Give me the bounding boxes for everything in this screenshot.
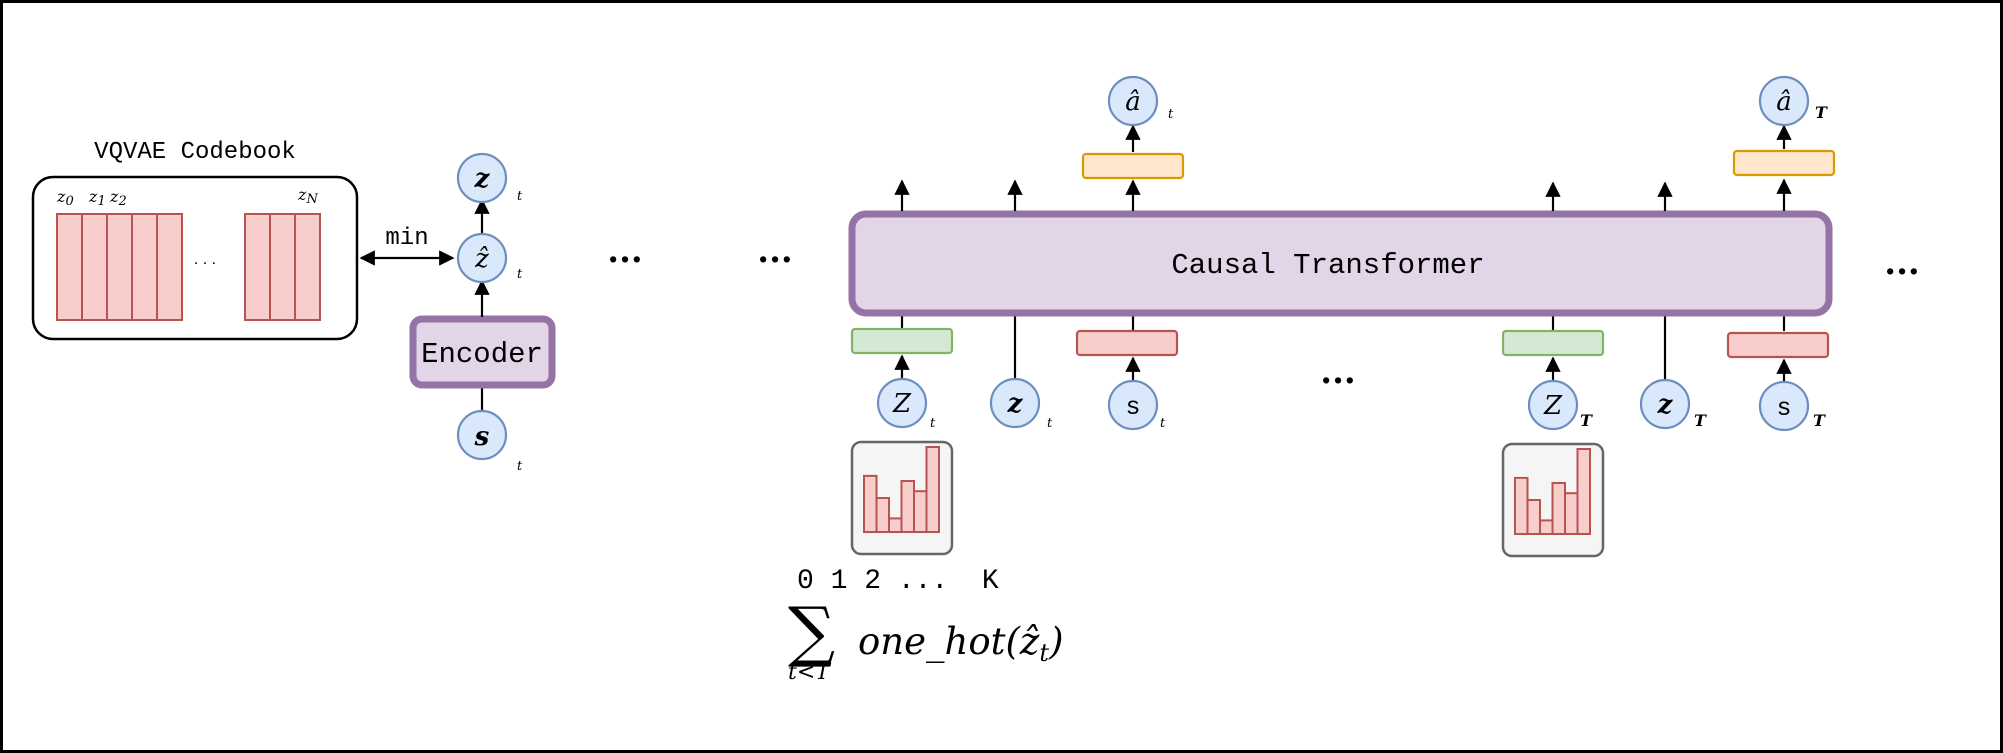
node-label-z: z (1007, 389, 1024, 419)
node-circle (1527, 379, 1579, 431)
histogram-bar (1576, 448, 1591, 535)
codebook-entries (56, 213, 321, 321)
formula-expression: one_hot(ẑt) (858, 620, 1064, 667)
codebook-entry (244, 213, 271, 321)
min-label: min (385, 225, 428, 252)
state-embedding (1726, 331, 1830, 359)
node-circle (989, 377, 1041, 429)
node-label-s: s (1125, 393, 1140, 422)
state-embedding (1075, 329, 1179, 357)
codebook-label-z2: z2 (109, 187, 127, 209)
ellipsis: ... (1320, 352, 1356, 392)
node-subscript-t: t (1160, 416, 1166, 431)
node-circle (456, 232, 508, 284)
encoder-node-zhat: ẑ t (456, 232, 523, 284)
node-subscript-t: t (517, 267, 523, 282)
histogram-bar (1526, 499, 1541, 535)
codebook-entry (294, 213, 321, 321)
encoder-label: Encoder (421, 338, 543, 371)
node-label-z: z (474, 164, 491, 194)
codebook-entry (269, 213, 296, 321)
node-label-z: z (1657, 390, 1674, 420)
node-subscript-t: t (1047, 416, 1053, 431)
encoder-node-z: z t (456, 152, 523, 204)
histogram-bar (1539, 519, 1554, 536)
histogram-bars (863, 446, 940, 534)
histogram-bars (1514, 448, 1591, 536)
codebook-entry (156, 213, 183, 321)
codebook-entry (106, 213, 133, 321)
histogram-bar (875, 497, 890, 533)
codebook-label-z0: z0 (56, 187, 74, 209)
node-subscript-T: T (1694, 411, 1707, 430)
node-ahat-t: â t (1107, 75, 1174, 127)
node-circle (1107, 379, 1159, 431)
node-label-ahat: â (1125, 87, 1141, 117)
node-subscript-t: t (517, 189, 523, 204)
codebook-ellipsis: · · · (194, 256, 216, 272)
node-circle (1107, 75, 1159, 127)
codebook-label-z1: z1 (88, 187, 106, 209)
causal-transformer-label: Causal Transformer (1171, 249, 1484, 282)
histogram-bar (888, 517, 903, 534)
histogram-embedding (850, 327, 954, 355)
node-circle (1639, 378, 1691, 430)
codebook-label-zn: zN (297, 185, 318, 207)
encoder-node-s: s t (456, 409, 523, 474)
node-z-T: z T (1639, 378, 1707, 430)
histogram-axis-labels: 0 1 2 ... K (797, 566, 999, 597)
node-label-s: s (1776, 394, 1791, 423)
action-head (1732, 149, 1836, 177)
node-label-zhat: ẑ (474, 244, 489, 274)
formula-sigma: ∑ (788, 593, 835, 670)
node-label-s: s (474, 422, 490, 452)
node-subscript-t: t (1168, 107, 1174, 122)
node-circle (1758, 380, 1810, 432)
node-label-Z: Z (1543, 391, 1563, 421)
histogram-bar (863, 474, 878, 533)
node-label-Z: Z (892, 389, 912, 419)
node-subscript-T: T (1815, 103, 1828, 122)
histogram-bar (1551, 482, 1566, 535)
node-circle (876, 377, 928, 429)
formula-limit: t<T (788, 660, 832, 685)
node-s-T: s T (1758, 380, 1826, 432)
codebook-title: VQVAE Codebook (94, 139, 296, 166)
ellipsis: ... (757, 231, 793, 271)
ellipsis: ... (607, 231, 643, 271)
node-circle (456, 409, 508, 461)
node-z-t: z t (989, 377, 1053, 431)
node-subscript-t: t (930, 416, 936, 431)
node-ahat-T: â T (1758, 75, 1828, 127)
codebook-entry (131, 213, 158, 321)
node-Z-t: Z t (876, 377, 936, 431)
histogram-bar (1564, 492, 1579, 536)
action-head (1081, 152, 1185, 180)
codebook-entry (56, 213, 83, 321)
histogram-bar (900, 480, 915, 533)
node-circle (1758, 75, 1810, 127)
codebook-entry (81, 213, 108, 321)
node-label-ahat: â (1776, 87, 1792, 117)
causal-transformer-box (848, 210, 1833, 317)
node-circle (456, 152, 508, 204)
node-subscript-t: t (517, 459, 523, 474)
node-subscript-T: T (1580, 411, 1593, 430)
histogram-bar (925, 446, 940, 533)
histogram-bar (913, 490, 928, 534)
node-Z-T: Z T (1527, 379, 1593, 431)
ellipsis: ... (1884, 243, 1920, 283)
histogram-bar (1514, 476, 1529, 535)
histogram-embedding (1501, 329, 1605, 357)
node-s-t: s t (1107, 379, 1166, 431)
encoder-box (409, 315, 556, 389)
node-subscript-T: T (1813, 411, 1826, 430)
